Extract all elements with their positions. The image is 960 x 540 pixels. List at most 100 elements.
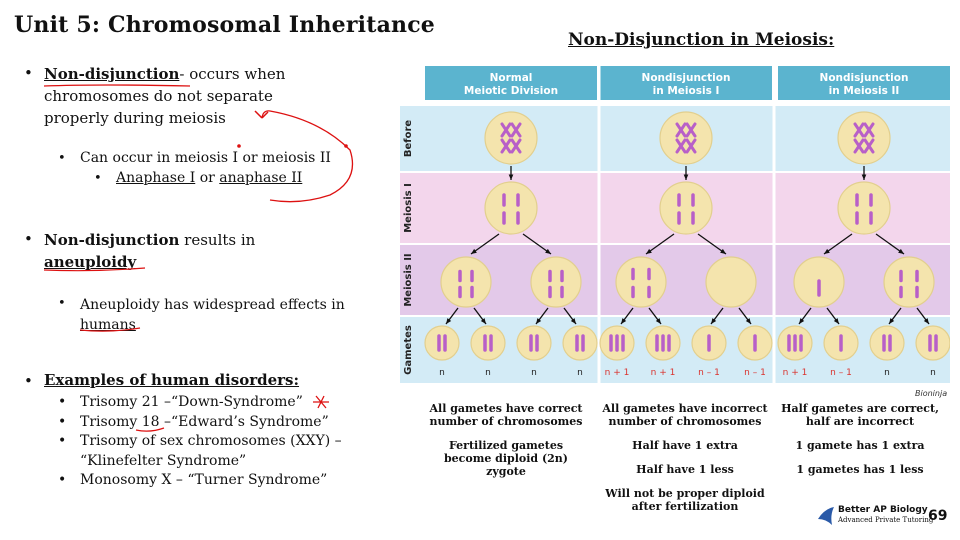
gamete-cell <box>562 325 598 361</box>
chromosome <box>863 122 875 138</box>
arrow-head <box>570 318 576 324</box>
arrow-head <box>655 318 661 324</box>
meiosis-ii-cell <box>883 256 935 308</box>
chromosome <box>510 138 522 154</box>
example-item: “Klinefelter Syndrome” <box>58 452 342 472</box>
examples-list: •Trisomy 21 –“Down-Syndrome” •Trisomy 18… <box>58 393 342 491</box>
arrow-head <box>720 248 726 254</box>
sub-bullet-anaphase: Anaphase I or anaphase II <box>116 170 302 186</box>
arrow-head <box>861 174 867 180</box>
arrow-head <box>889 318 895 324</box>
note: Half have 1 less <box>636 463 734 476</box>
notes-normal: All gametes have correct number of chrom… <box>426 402 586 489</box>
meiosis-ii-cell <box>615 256 667 308</box>
arrow-head <box>824 248 830 254</box>
note: Will not be proper diploid after fertili… <box>605 487 765 513</box>
arrow-line <box>470 233 500 255</box>
note: Half have 1 extra <box>632 439 738 452</box>
bullet-dot: • <box>24 230 33 248</box>
gamete-label: n + 1 <box>651 368 676 378</box>
bullet-text: properly during meiosis <box>44 109 226 127</box>
note: Half gametes are correct, half are incor… <box>781 402 939 428</box>
bullet-text: chromosomes do not separate <box>44 87 273 105</box>
chromosome <box>685 122 697 138</box>
arrow-head <box>508 174 514 180</box>
chromosome <box>500 138 512 154</box>
row-label: Before <box>403 120 414 158</box>
bullet-text: humans <box>80 317 136 333</box>
column-header-line2: in Meiosis I <box>653 85 720 97</box>
note: Fertilized gametes become diploid (2n) z… <box>443 439 569 478</box>
examples-heading: Examples of human disorders: <box>44 371 300 389</box>
notes-meiosis-ii: Half gametes are correct, half are incor… <box>780 402 940 487</box>
gamete-cell <box>915 325 950 361</box>
arrow-head <box>536 318 542 324</box>
example-item: •Trisomy 18 –“Edward’s Syndrome” <box>58 413 329 430</box>
meiosis-ii-cell <box>440 256 492 308</box>
arrow-head <box>621 318 627 324</box>
gamete-label: n + 1 <box>783 368 808 378</box>
anaphase-i: Anaphase I <box>116 170 196 186</box>
chromosome <box>500 122 512 138</box>
arrow-head <box>711 318 717 324</box>
arrow-head <box>799 318 805 324</box>
meiosis-i-cell <box>484 181 538 235</box>
chromosome <box>853 122 865 138</box>
logo-tagline: Advanced Private Tutoring <box>838 516 934 524</box>
row-label-band <box>400 173 422 243</box>
term-nondisjunction: Non-disjunction <box>44 65 180 83</box>
arrow-line <box>875 233 905 255</box>
row-label-band <box>400 317 422 383</box>
chromosome <box>863 138 875 154</box>
parent-cell <box>659 111 713 165</box>
chromosome <box>675 138 687 154</box>
row-label: Meiosis I <box>403 183 414 233</box>
slide-title: Unit 5: Chromosomal Inheritance <box>14 12 436 38</box>
anaphase-ii: anaphase II <box>219 170 303 186</box>
column-header-line2: Meiotic Division <box>464 85 558 97</box>
arrow-line <box>645 233 675 255</box>
logo-name: Better AP Biology <box>838 505 928 515</box>
note: 1 gametes has 1 less <box>796 463 924 476</box>
row-label: Gametes <box>403 325 414 375</box>
gamete-cell <box>516 325 552 361</box>
arrow-head <box>683 174 689 180</box>
connector: or <box>195 170 220 186</box>
sub-bullet-effects: Aneuploidy has widespread effects in hum… <box>80 295 345 335</box>
bullet-text: Aneuploidy has widespread effects in <box>80 297 345 313</box>
gamete-cell <box>869 325 905 361</box>
chromosome <box>675 122 687 138</box>
column-header <box>600 66 772 100</box>
parent-cell <box>484 111 538 165</box>
arrow-head <box>898 248 904 254</box>
row-label-band <box>400 106 422 171</box>
gamete-label: n – 1 <box>698 368 720 378</box>
page-number: 69 <box>928 508 948 524</box>
sub-bullet-dot: • <box>58 296 66 311</box>
bullet-dot: • <box>24 64 33 82</box>
row-label-band <box>400 245 422 315</box>
bullet-text: - occurs when <box>179 65 286 83</box>
arrow-head <box>646 248 652 254</box>
column-header <box>778 66 950 100</box>
meiosis-i-cell <box>837 181 891 235</box>
column-header-line1: Normal <box>490 72 533 84</box>
meiosis-ii-cell <box>530 256 582 308</box>
gamete-cell <box>470 325 506 361</box>
gamete-cell <box>424 325 460 361</box>
red-annotations <box>43 84 354 432</box>
gamete-label: n + 1 <box>605 368 630 378</box>
column-header-line2: in Meiosis II <box>829 85 900 97</box>
arrow-line <box>823 233 853 255</box>
arrow-head <box>923 318 929 324</box>
arrow-line <box>697 233 727 255</box>
column-header-line1: Nondisjunction <box>642 72 731 84</box>
meiosis-ii-cell <box>705 256 757 308</box>
gamete-label: n – 1 <box>744 368 766 378</box>
bullet-text: results in <box>179 231 256 249</box>
bullet-nondisjunction: Non-disjunction- occurs when chromosomes… <box>44 63 374 129</box>
gamete-label: n <box>439 368 445 378</box>
term-nondisjunction-2: Non-disjunction <box>44 231 180 249</box>
column-header <box>425 66 597 100</box>
gamete-label: n <box>930 368 936 378</box>
